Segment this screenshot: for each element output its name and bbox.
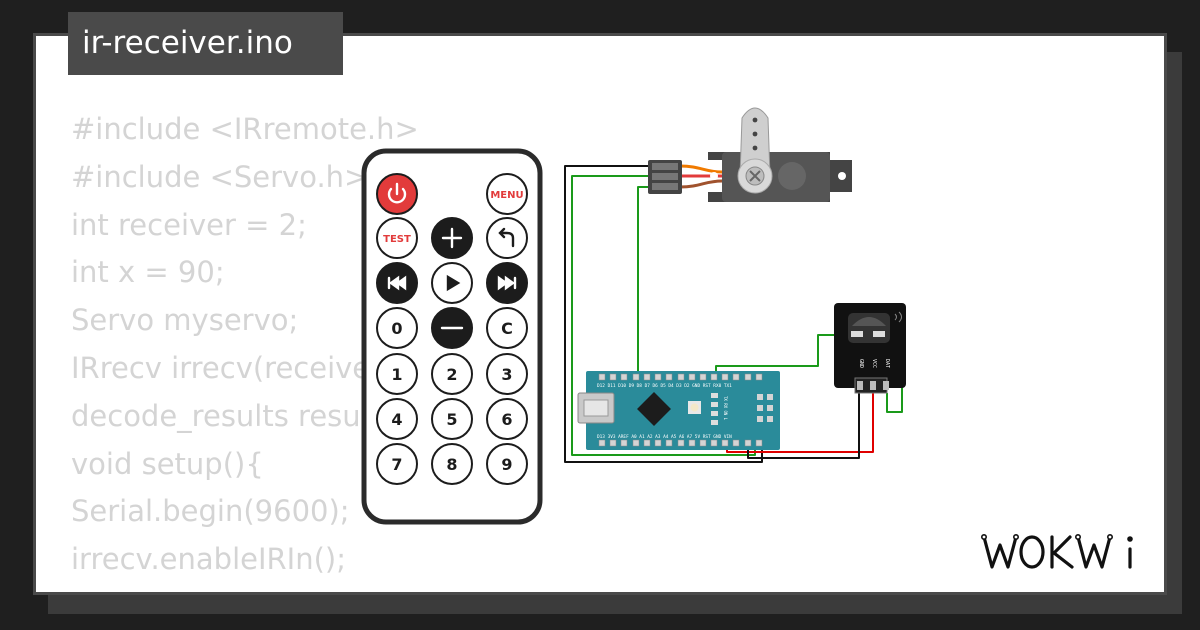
remote-button-label: TEST bbox=[383, 234, 411, 245]
remote-button-9[interactable]: 9 bbox=[486, 443, 528, 485]
code-line: Servo myservo; bbox=[71, 303, 299, 338]
remote-button-menu[interactable]: MENU bbox=[486, 173, 528, 215]
servo-cable-orange bbox=[679, 164, 723, 174]
ir-receiver-module: GND VCC DAT bbox=[834, 303, 906, 394]
remote-button-1[interactable]: 1 bbox=[376, 353, 418, 395]
top-pin-labels: D12 D11 D10 D9 D8 D7 D6 D5 D4 D3 D2 GND … bbox=[597, 383, 732, 389]
remote-button-minus[interactable] bbox=[431, 307, 473, 349]
remote-button-label: MENU bbox=[490, 190, 523, 201]
wire-servo-signal bbox=[637, 186, 650, 382]
code-line: myservo.attach(9); bbox=[71, 584, 419, 592]
remote-button-6[interactable]: 6 bbox=[486, 398, 528, 440]
remote-button-back[interactable] bbox=[486, 217, 528, 259]
remote-button-label: 2 bbox=[446, 365, 457, 384]
rewind-icon bbox=[387, 275, 407, 291]
code-line: void setup(){ bbox=[71, 446, 264, 481]
remote-button-next[interactable] bbox=[486, 262, 528, 304]
remote-button-test[interactable]: TEST bbox=[376, 217, 418, 259]
bottom-pin-row bbox=[598, 439, 763, 447]
remote-button-2[interactable]: 2 bbox=[431, 353, 473, 395]
servo-cable-brown bbox=[679, 179, 723, 189]
remote-button-play[interactable] bbox=[431, 262, 473, 304]
remote-button-label: 1 bbox=[391, 365, 402, 384]
plus-icon bbox=[441, 227, 463, 249]
ir-remote: MENU TEST 0 C 1 2 3 4 5 6 7 8 9 bbox=[361, 148, 543, 525]
servo-motor bbox=[648, 107, 852, 202]
remote-button-label: 9 bbox=[501, 455, 512, 474]
icsp-header bbox=[757, 394, 773, 422]
code-line: irrecv.enableIRIn(); bbox=[71, 542, 347, 577]
arduino-nano: D12 D11 D10 D9 D8 D7 D6 D5 D4 D3 D2 GND … bbox=[577, 371, 780, 450]
code-preview: #include <IRremote.h> #include <Servo.h> i… bbox=[71, 106, 419, 592]
remote-button-label: 4 bbox=[391, 410, 402, 429]
remote-button-power[interactable] bbox=[376, 173, 418, 215]
fast-forward-icon bbox=[497, 275, 517, 291]
code-line: #include <IRremote.h> bbox=[71, 112, 419, 146]
wokwi-logo bbox=[980, 534, 1133, 569]
remote-button-0[interactable]: 0 bbox=[376, 307, 418, 349]
top-pin-row bbox=[598, 373, 763, 381]
remote-button-label: 7 bbox=[391, 455, 402, 474]
power-icon bbox=[387, 182, 407, 204]
remote-button-8[interactable]: 8 bbox=[431, 443, 473, 485]
code-line: Serial.begin(9600); bbox=[71, 494, 350, 529]
remote-button-prev[interactable] bbox=[376, 262, 418, 304]
remote-button-label: 5 bbox=[446, 410, 457, 429]
remote-button-3[interactable]: 3 bbox=[486, 353, 528, 395]
back-arrow-icon bbox=[498, 227, 515, 248]
play-icon bbox=[446, 274, 461, 292]
remote-button-label: 8 bbox=[446, 455, 457, 474]
project-filename[interactable]: ir-receiver.ino bbox=[68, 12, 343, 75]
wire-ir-gnd bbox=[747, 393, 860, 459]
remote-button-4[interactable]: 4 bbox=[376, 398, 418, 440]
wire-servo-gnd bbox=[564, 165, 763, 463]
servo-horn bbox=[739, 107, 771, 177]
remote-button-7[interactable]: 7 bbox=[376, 443, 418, 485]
project-card[interactable]: #include <IRremote.h> #include <Servo.h> i… bbox=[33, 33, 1167, 595]
led-labels: TX RX ON L bbox=[723, 396, 728, 421]
code-line: #include <Servo.h> bbox=[71, 159, 369, 194]
code-line: int x = 90; bbox=[71, 255, 225, 290]
remote-button-label: 3 bbox=[501, 365, 512, 384]
bottom-pin-labels: D13 3V3 AREF A0 A1 A2 A3 A4 A5 A6 A7 5V … bbox=[597, 434, 732, 440]
code-line: int receiver = 2; bbox=[71, 207, 307, 242]
remote-button-label: C bbox=[501, 319, 513, 338]
ir-pin-dat: DAT bbox=[884, 359, 890, 368]
ir-pin-vcc: VCC bbox=[871, 359, 877, 368]
remote-button-label: 6 bbox=[501, 410, 512, 429]
mcu-chip bbox=[637, 392, 671, 426]
remote-button-label: 0 bbox=[391, 319, 402, 338]
remote-button-c[interactable]: C bbox=[486, 307, 528, 349]
ir-pin-gnd: GND bbox=[858, 359, 864, 368]
remote-button-plus[interactable] bbox=[431, 217, 473, 259]
remote-button-5[interactable]: 5 bbox=[431, 398, 473, 440]
